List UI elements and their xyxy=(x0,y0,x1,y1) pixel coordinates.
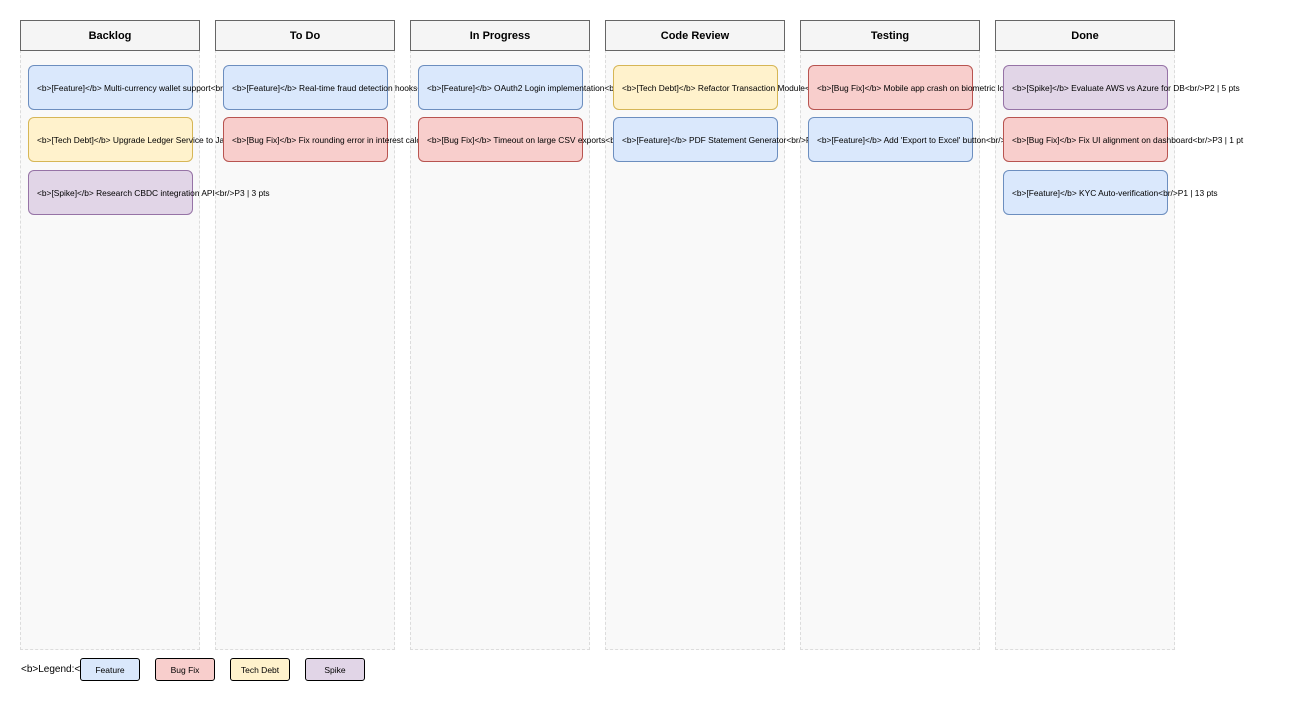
task-card[interactable]: <b>[Feature]</b> PDF Statement Generator… xyxy=(613,117,841,162)
task-card[interactable]: <b>[Bug Fix]</b> Fix UI alignment on das… xyxy=(1003,117,1243,162)
legend-item-bug-fix: Bug Fix xyxy=(155,658,215,681)
legend-label: <b>Legend:</b> xyxy=(21,664,95,675)
card-text: <b>[Bug Fix]</b> Fix UI alignment on das… xyxy=(1012,134,1244,145)
task-card[interactable]: <b>[Tech Debt]</b> Upgrade Ledger Servic… xyxy=(28,117,299,162)
column-code-review: Code Review <b>[Tech Debt]</b> Refactor … xyxy=(605,20,860,650)
card-text: <b>[Feature]</b> OAuth2 Login implementa… xyxy=(427,82,660,93)
task-card[interactable]: <b>[Bug Fix]</b> Mobile app crash on bio… xyxy=(808,65,1070,110)
legend-item-tech-debt: Tech Debt xyxy=(230,658,290,681)
card-text: <b>[Feature]</b> Multi-currency wallet s… xyxy=(37,82,271,93)
column-testing: Testing <b>[Bug Fix]</b> Mobile app cras… xyxy=(800,20,1070,650)
task-card[interactable]: <b>[Feature]</b> OAuth2 Login implementa… xyxy=(418,65,659,110)
card-text: <b>[Spike]</b> Evaluate AWS vs Azure for… xyxy=(1012,82,1240,93)
column-header: To Do xyxy=(215,20,395,51)
card-text: <b>[Bug Fix]</b> Timeout on large CSV ex… xyxy=(427,134,661,145)
legend-item-spike: Spike xyxy=(305,658,365,681)
legend-item-feature: Feature xyxy=(80,658,140,681)
task-card[interactable]: <b>[Bug Fix]</b> Timeout on large CSV ex… xyxy=(418,117,660,162)
column-header: In Progress xyxy=(410,20,590,51)
card-text: <b>[Bug Fix]</b> Mobile app crash on bio… xyxy=(817,82,1071,93)
column-in-progress: In Progress <b>[Feature]</b> OAuth2 Logi… xyxy=(410,20,660,650)
card-text: <b>[Bug Fix]</b> Fix rounding error in i… xyxy=(232,134,476,145)
column-header: Code Review xyxy=(605,20,785,51)
task-card[interactable]: <b>[Feature]</b> KYC Auto-verification<b… xyxy=(1003,170,1218,215)
task-card[interactable]: <b>[Feature]</b> Add 'Export to Excel' b… xyxy=(808,117,1041,162)
task-card[interactable]: <b>[Feature]</b> Real-time fraud detecti… xyxy=(223,65,472,110)
task-card[interactable]: <b>[Feature]</b> Multi-currency wallet s… xyxy=(28,65,270,110)
card-text: <b>[Feature]</b> PDF Statement Generator… xyxy=(622,134,842,145)
card-text: <b>[Feature]</b> KYC Auto-verification<b… xyxy=(1012,187,1218,198)
column-done: Done <b>[Spike]</b> Evaluate AWS vs Azur… xyxy=(995,20,1243,650)
task-card[interactable]: <b>[Tech Debt]</b> Refactor Transaction … xyxy=(613,65,860,110)
card-text: <b>[Feature]</b> Add 'Export to Excel' b… xyxy=(817,134,1041,145)
column-backlog: Backlog <b>[Feature]</b> Multi-currency … xyxy=(20,20,299,650)
task-card[interactable]: <b>[Bug Fix]</b> Fix rounding error in i… xyxy=(223,117,475,162)
task-card[interactable]: <b>[Spike]</b> Evaluate AWS vs Azure for… xyxy=(1003,65,1240,110)
card-text: <b>[Tech Debt]</b> Refactor Transaction … xyxy=(622,82,860,93)
card-text: <b>[Tech Debt]</b> Upgrade Ledger Servic… xyxy=(37,134,300,145)
card-text: <b>[Feature]</b> Real-time fraud detecti… xyxy=(232,82,473,93)
column-header: Testing xyxy=(800,20,980,51)
task-card[interactable]: <b>[Spike]</b> Research CBDC integration… xyxy=(28,170,270,215)
column-header: Done xyxy=(995,20,1175,51)
column-header: Backlog xyxy=(20,20,200,51)
column-to-do: To Do <b>[Feature]</b> Real-time fraud d… xyxy=(215,20,475,650)
card-text: <b>[Spike]</b> Research CBDC integration… xyxy=(37,187,270,198)
